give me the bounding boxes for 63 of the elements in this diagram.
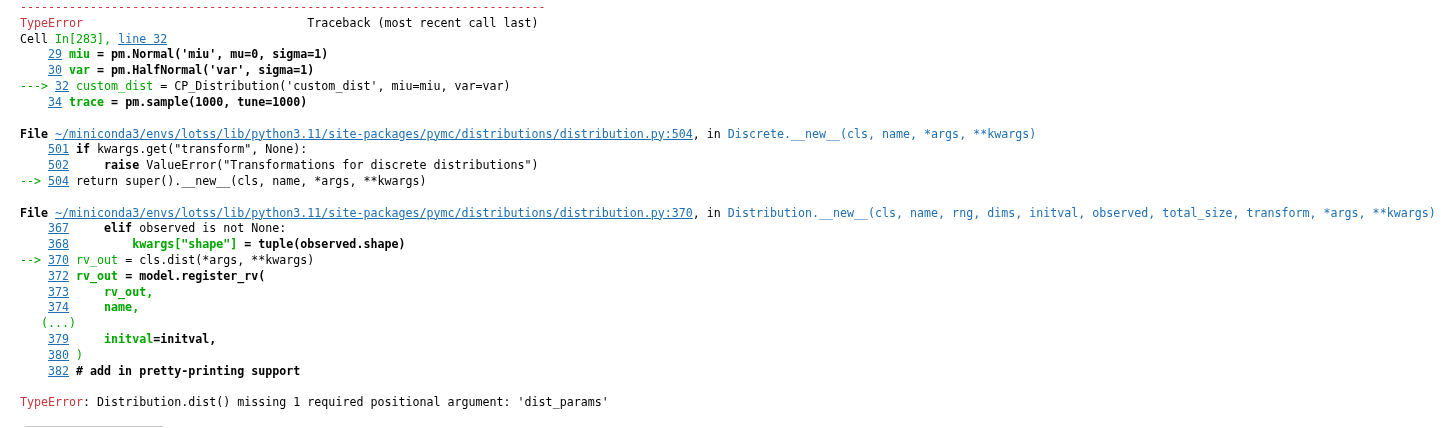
line-number-link: 379: [48, 332, 70, 347]
code-text: Traceback (most recent call last): [307, 15, 539, 30]
code-text: raise: [104, 158, 140, 173]
line-number-link: 29: [48, 47, 63, 62]
line-number-link: line 32: [118, 31, 168, 46]
code-text: , in: [692, 126, 721, 141]
code-text: custom_dist: [76, 79, 154, 94]
code-text: , in: [692, 205, 721, 220]
code-text: elif: [104, 221, 133, 236]
line-number-link: 30: [48, 63, 63, 78]
file-path-link: ~/miniconda3/envs/lotss/lib/python3.11/site-packages/pymc/distributions/distribution.py:504: [55, 126, 693, 141]
line-number-link: 373: [48, 284, 70, 299]
code-text: : Distribution.dist() missing 1 required positional argument: 'dist_params': [83, 395, 609, 410]
line-number-link: 368: [48, 237, 70, 252]
code-text: kwargs.get("transform", None):: [97, 142, 308, 157]
code-text: rv_out,: [104, 284, 154, 299]
code-text: initval: [104, 332, 154, 347]
code-text: var: [69, 63, 91, 78]
code-text: = pm.sample(1000, tune=1000): [111, 94, 308, 109]
line-number-link: 34: [48, 94, 63, 109]
code-text: File: [20, 126, 49, 141]
error-text: TypeError: [20, 15, 84, 30]
error-text: TypeError: [20, 395, 84, 410]
code-text: = tuple(observed.shape): [244, 237, 406, 252]
code-text: = pm.Normal('miu', mu=0, sigma=1): [97, 47, 329, 62]
line-number-link: 32: [55, 79, 70, 94]
code-text: observed is not None:: [139, 221, 287, 236]
line-number-link: 367: [48, 221, 70, 236]
code-text: if: [76, 142, 91, 157]
error-text: ---------------------------------------------------------------------------: [20, 0, 546, 14]
code-text: = pm.HalfNormal('var', sigma=1): [97, 63, 315, 78]
function-signature: Distribution.__new__(cls, name, rng, dims, initval, observed, total_size, transform, *args, **kwargs): [727, 205, 1436, 220]
code-text: In[283],: [55, 31, 112, 46]
code-text: rv_out: [76, 253, 119, 267]
code-text: Cell: [20, 31, 49, 46]
code-text: ): [76, 347, 84, 362]
line-number-link: 504: [48, 173, 70, 188]
code-text: return super().__new__(cls, name, *args, **kwargs): [76, 173, 427, 188]
line-number-link: 502: [48, 158, 70, 173]
code-text: -->: [20, 173, 42, 188]
code-text: (...): [41, 316, 77, 331]
line-number-link: 374: [48, 300, 70, 315]
code-text: name,: [104, 300, 140, 315]
code-text: = CP_Distribution('custom_dist', miu=miu, var=var): [160, 79, 511, 94]
file-path-link: ~/miniconda3/envs/lotss/lib/python3.11/site-packages/pymc/distributions/distribution.py:370: [55, 205, 693, 220]
code-text: # add in pretty-printing support: [76, 363, 301, 378]
code-text: ValueError("Transformations for discrete distributions"): [146, 158, 539, 173]
line-number-link: 382: [48, 363, 70, 378]
line-number-link: 380: [48, 347, 70, 362]
code-text: rv_out: [76, 268, 119, 283]
line-number-link: 501: [48, 142, 70, 157]
line-number-link: 370: [48, 253, 70, 267]
line-number-link: 372: [48, 268, 70, 283]
code-text: --->: [20, 79, 49, 94]
code-text: File: [20, 205, 49, 220]
code-text: -->: [20, 253, 42, 267]
code-text: =initval,: [153, 332, 217, 347]
code-text: miu: [69, 47, 91, 62]
code-text: = model.register_rv(: [125, 268, 266, 283]
code-text: trace: [69, 94, 105, 109]
function-signature: Discrete.__new__(cls, name, *args, **kwargs): [727, 126, 1037, 141]
code-text: = cls.dist(*args, **kwargs): [125, 253, 315, 267]
code-text: kwargs["shape"]: [132, 237, 238, 252]
